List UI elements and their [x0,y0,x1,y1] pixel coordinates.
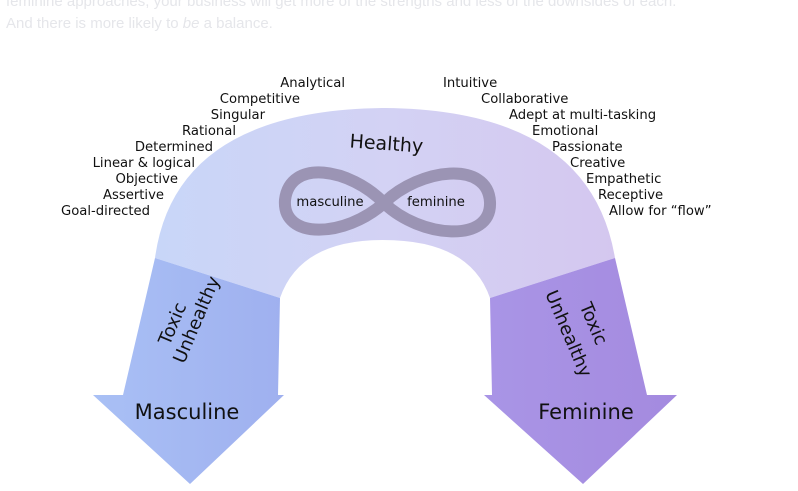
trait-creative: Creative [570,156,625,171]
healthy-label: Healthy [349,130,424,157]
trait-intuitive: Intuitive [443,76,497,91]
feminine-label: Feminine [538,400,634,424]
feminine-traits: Intuitive Collaborative Adept at multi-t… [443,76,712,219]
trait-receptive: Receptive [598,188,663,203]
feminine-arrow [484,258,677,484]
trait-linear-logical: Linear & logical [93,156,195,171]
intro-text: feminine approaches, your business will … [6,0,796,35]
trait-singular: Singular [211,108,266,123]
masculine-traits: Analytical Competitive Singular Rational… [61,76,345,219]
trait-collaborative: Collaborative [481,92,568,107]
infinity-symbol: masculine feminine [278,166,496,238]
trait-allow-flow: Allow for “flow” [609,204,712,219]
trait-empathetic: Empathetic [586,172,661,187]
intro-line-1: feminine approaches, your business will … [6,0,677,10]
infinity-label-feminine: feminine [407,195,465,210]
intro-line-2: And there is more likely to be a balance… [6,13,796,35]
intro-line-2-start: And there is more likely to [6,15,183,32]
trait-passionate: Passionate [552,140,623,155]
trait-emotional: Emotional [532,124,598,139]
infinity-loop [278,166,496,238]
masculine-arrow [93,258,284,484]
intro-line-2-end: a balance. [199,15,273,32]
trait-objective: Objective [115,172,178,187]
trait-analytical: Analytical [280,76,345,91]
trait-rational: Rational [182,124,236,139]
masculine-label: Masculine [135,400,240,424]
intro-emphasis: be [182,15,200,32]
trait-determined: Determined [135,140,213,155]
trait-assertive: Assertive [103,188,164,203]
trait-competitive: Competitive [220,92,300,107]
trait-goal-directed: Goal-directed [61,204,150,219]
infinity-label-masculine: masculine [296,195,363,210]
trait-adept-multitasking: Adept at multi-tasking [509,108,656,123]
